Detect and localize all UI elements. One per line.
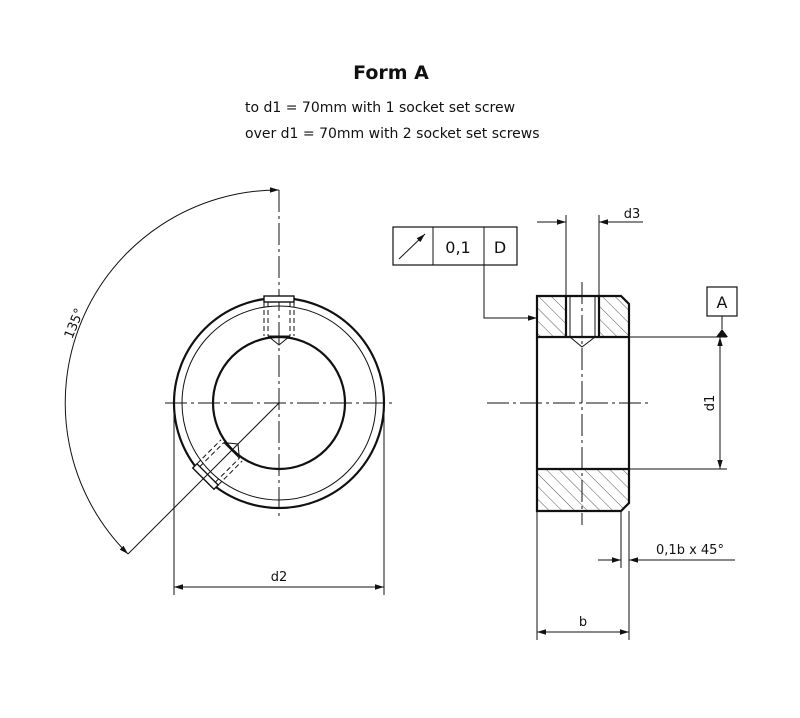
side-section-view: d3 d1 A b 0,1b x 45° 0,1 D — [392, 207, 738, 640]
d3-label: d3 — [624, 207, 641, 222]
screw-axis-line — [127, 402, 280, 555]
b-label: b — [579, 615, 587, 630]
note-line-1: to d1 = 70mm with 1 socket set screw — [245, 100, 515, 116]
front-view: 135° d2 — [62, 187, 395, 595]
tolerance-datum: D — [494, 238, 506, 257]
tolerance-value: 0,1 — [445, 238, 470, 257]
chamfer-label: 0,1b x 45° — [656, 543, 724, 558]
section-set-screw — [564, 296, 601, 348]
datum-a-label: A — [717, 293, 728, 312]
angle-arc — [64, 187, 280, 555]
runout-tolerance-frame: 0,1 D — [392, 226, 537, 321]
datum-a-frame — [706, 286, 738, 317]
d1-label: d1 — [703, 395, 718, 412]
angle-label: 135° — [62, 306, 88, 341]
drawing-title: Form A — [353, 62, 429, 84]
runout-arrow-icon — [398, 233, 426, 260]
d2-label: d2 — [271, 570, 288, 585]
note-line-2: over d1 = 70mm with 2 socket set screws — [245, 126, 540, 142]
